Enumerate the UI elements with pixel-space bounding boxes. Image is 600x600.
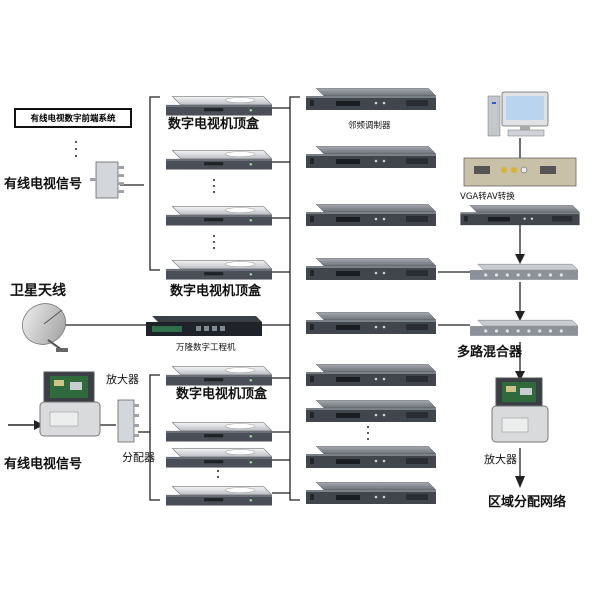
catv-signal-top-label: 有线电视信号: [4, 177, 83, 192]
receiver-icon: [146, 316, 262, 336]
modulator-icon: [305, 482, 437, 505]
amplifier-right-label: 放大器: [484, 453, 517, 466]
set-top-box-icon: [166, 421, 272, 443]
mixer-icon: [470, 263, 578, 281]
adjacent-modulator-label: 邻频调制器: [348, 121, 391, 131]
connection-lines: [64, 96, 521, 501]
converter-rack-icon: [459, 205, 581, 226]
stb-lower-label: 数字电视机顶盒: [176, 387, 268, 402]
modulator-icon: [305, 258, 437, 281]
regional-network-label: 区域分配网络: [488, 495, 567, 510]
amplifier-icon: [491, 377, 549, 443]
amplifier-left-label: 放大器: [106, 373, 139, 386]
multi-mixer-label: 多路混合器: [457, 345, 523, 360]
arrow-icon: [8, 254, 525, 488]
satellite-antenna-label: 卫星天线: [10, 283, 66, 299]
modulator-icon: [305, 446, 437, 469]
catv-signal-bottom-label: 有线电视信号: [4, 457, 83, 472]
monitor-icon: [487, 91, 549, 137]
vga-av-label: VGA转AV转换: [460, 192, 515, 202]
modulator-icon: [305, 88, 437, 111]
distributor-label: 分配器: [122, 451, 155, 464]
set-top-box-icon: [166, 95, 272, 117]
modulator-icon: [305, 400, 437, 423]
modulator-icon: [305, 146, 437, 169]
vga-av-converter-icon: [463, 157, 577, 187]
set-top-box-icon: [166, 205, 272, 227]
set-top-box-icon: [166, 365, 272, 387]
modulator-icon: [305, 312, 437, 335]
modulator-icon: [305, 364, 437, 387]
stb-mid-label: 数字电视机顶盒: [170, 284, 262, 299]
frontend-system-label: 有线电视数字前端系统: [14, 108, 132, 128]
amplifier-icon: [39, 371, 101, 437]
wanlong-engineering-label: 万隆数字工程机: [176, 343, 236, 353]
modulator-icon: [305, 204, 437, 227]
set-top-box-icon: [166, 149, 272, 171]
splitter-icon: [117, 399, 139, 443]
set-top-box-icon: [166, 485, 272, 507]
set-top-box-icon: [166, 447, 272, 469]
set-top-box-icon: [166, 259, 272, 281]
stb-top-label: 数字电视机顶盒: [168, 117, 260, 132]
satellite-dish-icon: [21, 303, 68, 352]
mixer-icon: [470, 319, 578, 337]
splitter-icon: [90, 161, 124, 199]
